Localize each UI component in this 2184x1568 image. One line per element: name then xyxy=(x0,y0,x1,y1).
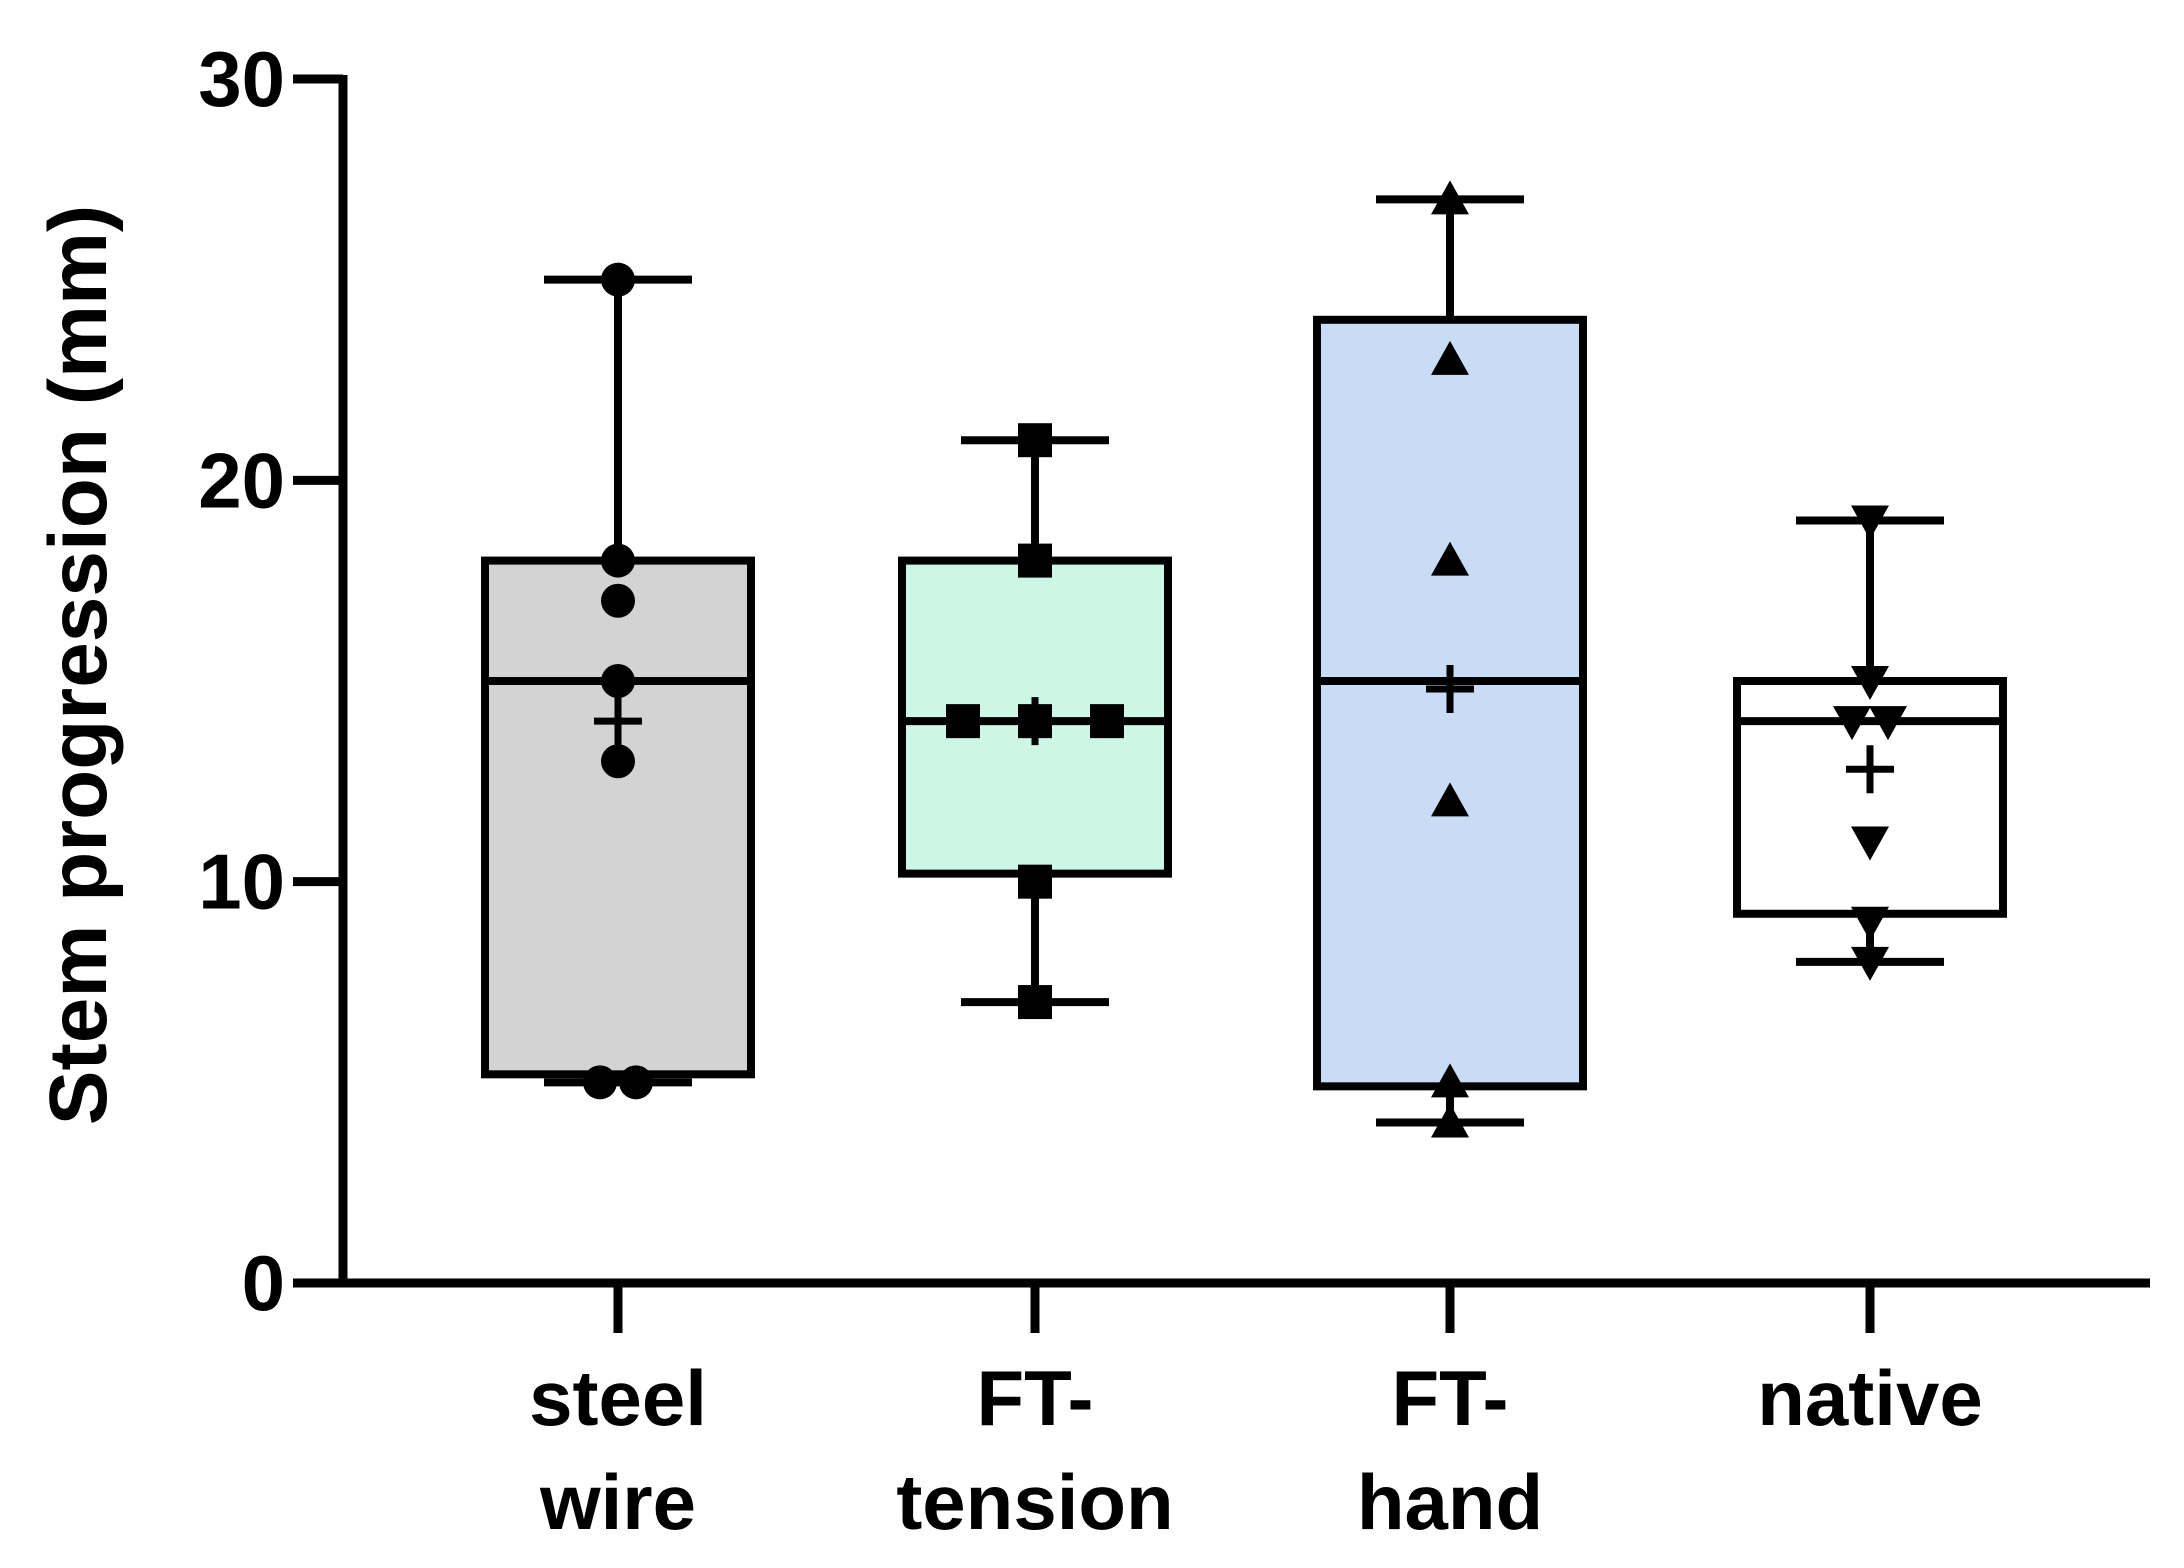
x-category-label: FT- xyxy=(977,1354,1094,1442)
x-category-label: tension xyxy=(896,1458,1173,1546)
data-point xyxy=(1431,1063,1469,1098)
data-point xyxy=(601,262,635,297)
boxes-layer xyxy=(481,195,2007,1127)
data-point xyxy=(601,583,635,618)
data-point xyxy=(1851,826,1889,861)
data-point xyxy=(1869,706,1907,741)
data-point xyxy=(601,543,635,578)
data-point xyxy=(1431,1103,1469,1138)
data-point xyxy=(1431,180,1469,215)
data-point xyxy=(1851,666,1889,700)
data-point xyxy=(1018,543,1052,578)
box xyxy=(481,556,755,1079)
y-axis-label: Stem progression (mm) xyxy=(33,205,124,1125)
data-point xyxy=(583,1065,617,1100)
data-point xyxy=(1851,906,1889,941)
x-category-label: wire xyxy=(539,1458,696,1546)
x-category-label: native xyxy=(1757,1354,1982,1442)
data-point xyxy=(1018,864,1052,899)
data-point xyxy=(1851,505,1889,540)
data-point xyxy=(1431,340,1469,375)
axes-layer: 0 10 20 30 steel wire FT-tension FT-hand native xyxy=(198,35,2150,1546)
data-point xyxy=(601,744,635,779)
box xyxy=(1733,677,2007,918)
y-tick-label: 30 xyxy=(198,35,285,123)
data-point xyxy=(601,664,635,698)
y-tick-label: 0 xyxy=(242,1239,285,1327)
data-point xyxy=(1431,541,1469,576)
data-point xyxy=(1431,782,1469,817)
data-point xyxy=(1851,946,1889,981)
data-point xyxy=(1018,423,1052,458)
data-point xyxy=(1018,985,1052,1020)
x-category-label: steel xyxy=(529,1354,707,1442)
y-tick-label: 10 xyxy=(198,838,285,926)
x-category-label: hand xyxy=(1357,1458,1543,1546)
x-category-label: FT- xyxy=(1392,1354,1509,1442)
data-point xyxy=(619,1065,653,1100)
y-tick-label: 20 xyxy=(198,436,285,524)
data-point xyxy=(1090,704,1124,739)
data-point xyxy=(1018,704,1052,739)
points-layer xyxy=(583,180,1907,1138)
data-point xyxy=(1833,706,1871,741)
data-point xyxy=(946,704,980,739)
